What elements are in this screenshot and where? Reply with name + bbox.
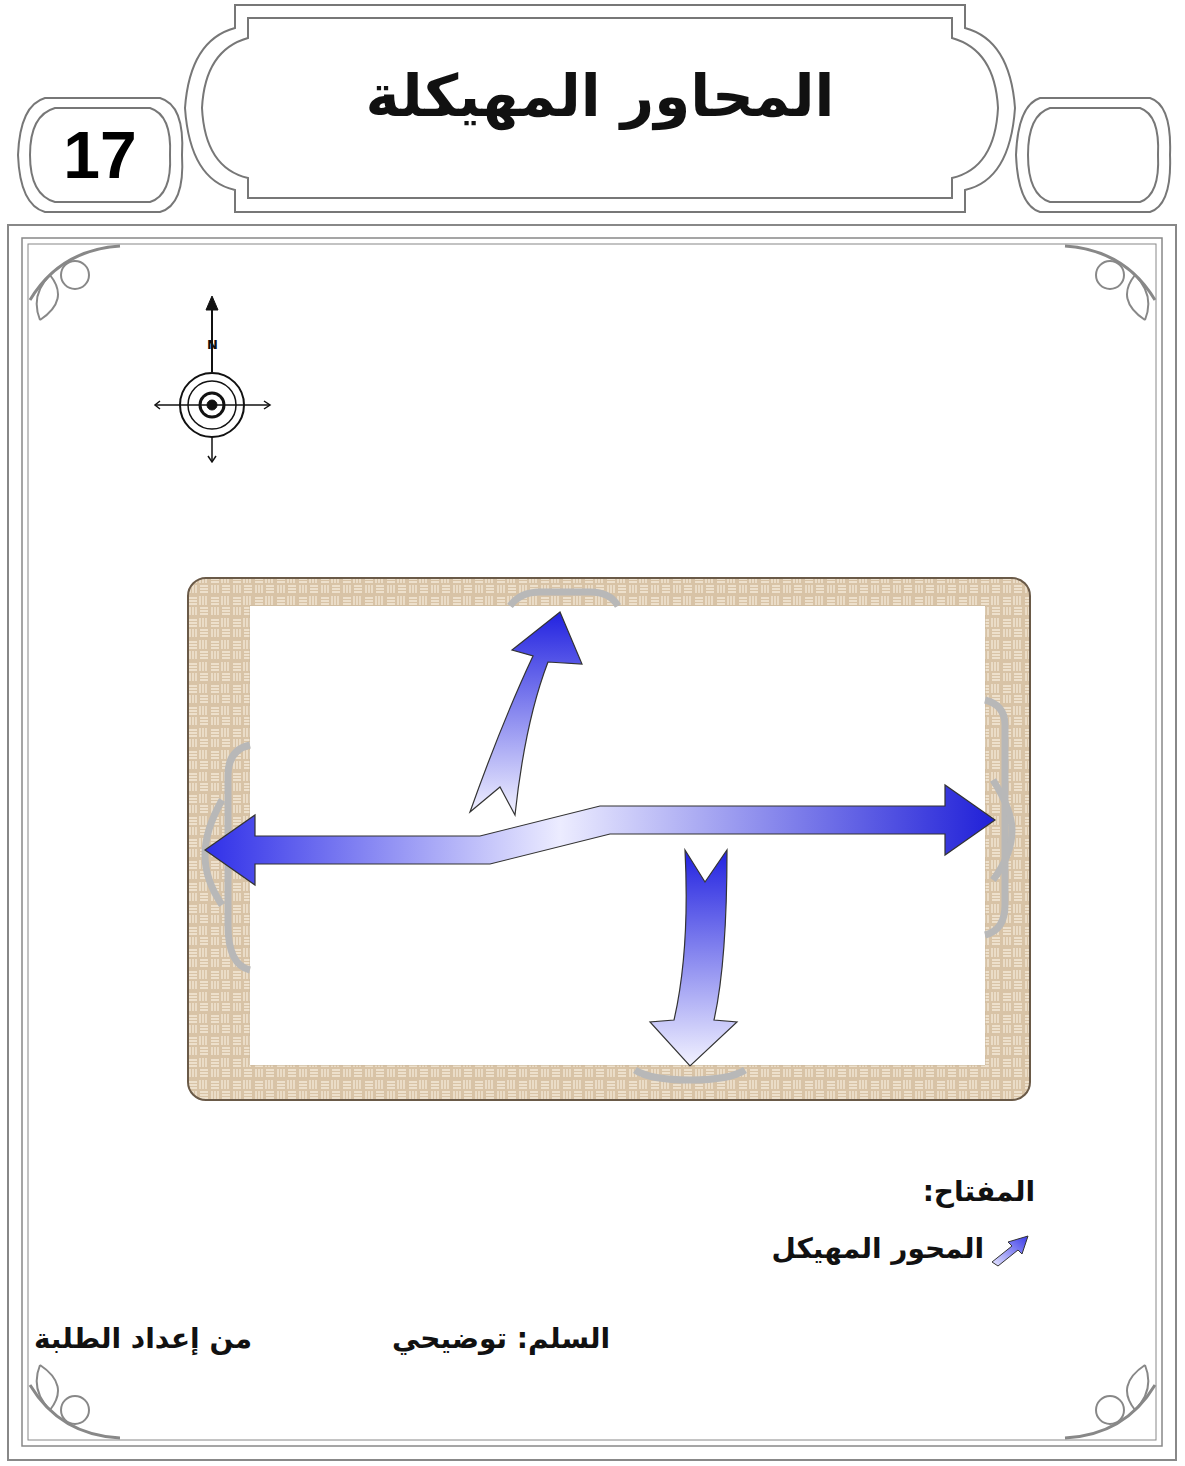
header-frames bbox=[18, 5, 1170, 212]
legend-swatch bbox=[992, 1236, 1028, 1266]
plate-number: 17 bbox=[63, 117, 136, 193]
map-title: المحاور المهيكلة bbox=[366, 62, 835, 130]
site-plot bbox=[188, 578, 1030, 1100]
plate-number-box: 17 bbox=[30, 108, 170, 202]
legend-heading: المفتاح: bbox=[923, 1175, 1035, 1208]
page-frame bbox=[8, 225, 1176, 1460]
north-label: N bbox=[207, 337, 218, 352]
site-gates bbox=[205, 592, 1012, 1080]
scale-note: السلم: توضيحي bbox=[392, 1322, 610, 1355]
compass-rose bbox=[155, 296, 270, 462]
legend-text: المحور المهيكل bbox=[771, 1232, 984, 1265]
structuring-axes bbox=[205, 612, 995, 1066]
author-note: من إعداد الطلبة bbox=[34, 1322, 252, 1355]
